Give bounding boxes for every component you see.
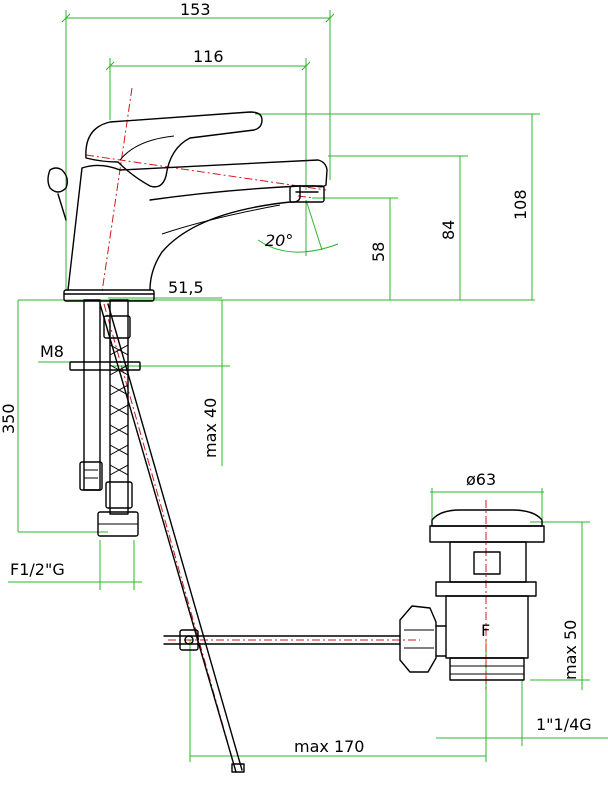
dim-height-spout: 84 xyxy=(439,220,458,240)
dim-waste-thread: 1"1/4G xyxy=(536,715,592,734)
waste-mark: F xyxy=(481,621,490,640)
dim-waste-height: max 50 xyxy=(561,620,580,680)
dimension-lines xyxy=(8,10,608,762)
dim-waste-diameter: ø63 xyxy=(466,470,496,489)
center-lines xyxy=(85,87,487,773)
dim-rod-length: max 170 xyxy=(294,737,364,756)
dim-max-deck: max 40 xyxy=(201,398,220,458)
dim-overall-width: 153 xyxy=(180,0,211,19)
dim-hose-connection: F1/2"G xyxy=(10,560,65,579)
dim-height-total: 108 xyxy=(511,189,530,220)
dim-hose-length: 350 xyxy=(0,403,18,434)
dim-height-outlet: 58 xyxy=(369,242,388,262)
dim-base-offset: 51,5 xyxy=(168,278,204,297)
dim-stud-thread: M8 xyxy=(40,342,64,361)
dim-spout-angle: 20° xyxy=(265,231,293,250)
mixer-tap xyxy=(47,111,328,302)
dim-spout-reach: 116 xyxy=(193,47,224,66)
pop-up-waste: F xyxy=(163,509,545,681)
dimension-labels: 153 116 51,5 20° M8 F1/2"G ø63 1"1/4G ma… xyxy=(0,0,592,756)
hoses-and-stud xyxy=(69,299,245,773)
